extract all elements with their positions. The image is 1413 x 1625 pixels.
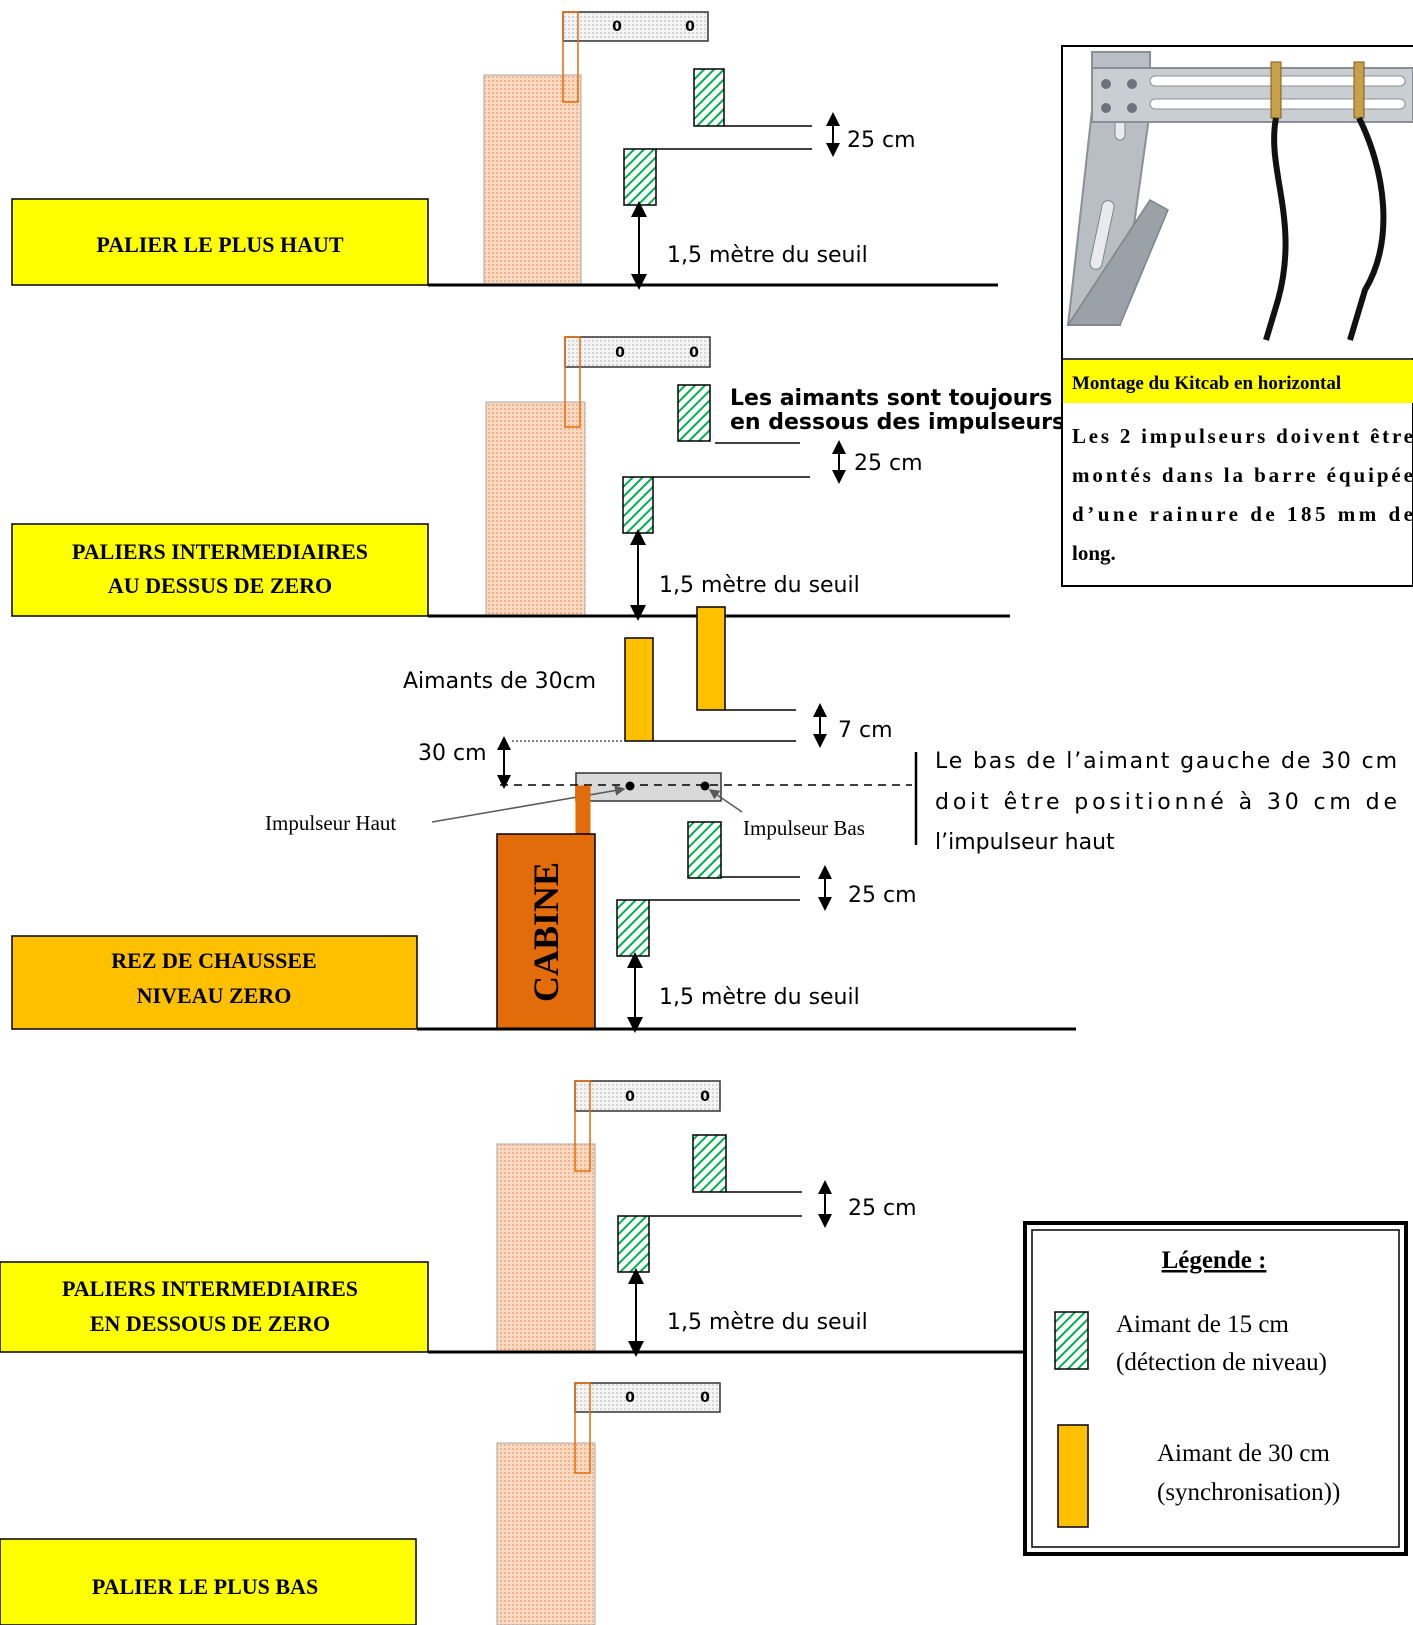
level-magnet bbox=[687, 821, 722, 879]
sensor-mark: 0 bbox=[625, 1390, 635, 1406]
level-magnet bbox=[623, 148, 657, 206]
sensor-mark: 0 bbox=[689, 345, 699, 361]
floor-label-ground-1: REZ DE CHAUSSEE bbox=[111, 948, 316, 973]
sensor-bar-stem bbox=[574, 1080, 591, 1172]
sensor-mark: 0 bbox=[612, 19, 622, 35]
pointer-pulser-low bbox=[708, 789, 743, 813]
sensor-bar bbox=[574, 1080, 721, 1112]
section-below-zero: 0 0 25 cm 1,5 mètre du seuil PALIERS INT… bbox=[0, 1080, 1030, 1357]
level-magnet bbox=[616, 899, 650, 957]
kitcab-photo bbox=[1063, 47, 1413, 358]
dim-25cm: 25 cm bbox=[848, 1196, 917, 1221]
floor-label-ground-2: NIVEAU ZERO bbox=[137, 983, 292, 1008]
note-left-magnet-3: l’impulseur haut bbox=[935, 830, 1115, 855]
sync-magnets-label: Aimants de 30cm bbox=[403, 669, 596, 694]
floor-label-bottom: PALIER LE PLUS BAS bbox=[92, 1574, 318, 1599]
label-pulser-high: Impulseur Haut bbox=[265, 811, 396, 835]
dim-25cm: 25 cm bbox=[847, 128, 916, 153]
note-always-below-2: en dessous des impulseurs bbox=[730, 410, 1065, 435]
dim-30cm: 30 cm bbox=[418, 741, 487, 766]
note-always-below-1: Les aimants sont toujours bbox=[730, 386, 1052, 411]
level-magnet bbox=[677, 384, 711, 442]
legend: Légende : Aimant de 15 cm (détection de … bbox=[1023, 1221, 1408, 1556]
photo-text-3: d’une rainure de 185 mm de bbox=[1072, 502, 1413, 526]
section-above-zero: PALIERS INTERMEDIAIRES AU DESSUS DE ZERO… bbox=[11, 336, 1065, 621]
photo-caption: Montage du Kitcab en horizontal bbox=[1072, 373, 1341, 394]
legend-green-2: (détection de niveau) bbox=[1116, 1349, 1327, 1376]
cabin-label: CABINE bbox=[526, 862, 566, 1002]
sensor-mark: 0 bbox=[685, 19, 695, 35]
dim-7cm: 7 cm bbox=[838, 718, 893, 743]
sensor-bar bbox=[574, 1382, 721, 1413]
floor-label-below-2: EN DESSOUS DE ZERO bbox=[90, 1311, 330, 1336]
level-magnet bbox=[692, 1134, 727, 1193]
legend-swatch-sync-magnet bbox=[1057, 1424, 1089, 1528]
sensor-mark: 0 bbox=[625, 1089, 635, 1105]
pulser-high-dot bbox=[625, 781, 635, 791]
legend-orange-2: (synchronisation)) bbox=[1157, 1479, 1340, 1506]
cabin-ghost bbox=[485, 401, 586, 617]
level-magnet bbox=[693, 68, 725, 127]
dim-threshold: 1,5 mètre du seuil bbox=[667, 1310, 868, 1335]
sync-magnet-left bbox=[624, 637, 654, 742]
floor-label-box bbox=[0, 1538, 417, 1625]
sensor-bar bbox=[562, 11, 709, 42]
floor-label-box bbox=[0, 1261, 429, 1353]
section-bottom-floor: 0 0 PALIER LE PLUS BAS bbox=[0, 1382, 721, 1625]
photo-text-2: montés dans la barre équipée bbox=[1072, 463, 1413, 487]
dim-threshold: 1,5 mètre du seuil bbox=[667, 243, 868, 268]
dim-25cm: 25 cm bbox=[848, 883, 917, 908]
note-left-magnet-2: doit être positionné à 30 cm de bbox=[935, 790, 1397, 815]
section-top-floor: PALIER LE PLUS HAUT 0 0 25 cm 1,5 mètre … bbox=[11, 11, 998, 290]
photo-caption-box bbox=[1063, 360, 1413, 403]
photo-text-4: long. bbox=[1072, 541, 1116, 565]
floor-label-top: PALIER LE PLUS HAUT bbox=[96, 232, 343, 257]
dim-threshold: 1,5 mètre du seuil bbox=[659, 985, 860, 1010]
level-magnet bbox=[617, 1215, 650, 1273]
floor-label-above-2: AU DESSUS DE ZERO bbox=[108, 573, 332, 598]
floor-label-box bbox=[11, 198, 429, 286]
level-magnet bbox=[622, 476, 654, 534]
legend-frame-inner bbox=[1031, 1229, 1400, 1548]
floor-label-box bbox=[11, 935, 418, 1030]
cabin-ghost bbox=[483, 74, 582, 286]
dim-25cm: 25 cm bbox=[854, 451, 923, 476]
section-ground-floor: Aimants de 30cm 7 cm 30 cm Impulseur Hau… bbox=[11, 606, 1397, 1033]
sensor-bar-stem bbox=[562, 11, 579, 103]
sync-magnet-right bbox=[696, 606, 726, 711]
pulser-low-dot bbox=[700, 781, 710, 791]
cabin-ghost bbox=[496, 1143, 596, 1353]
dim-threshold: 1,5 mètre du seuil bbox=[659, 573, 860, 598]
sensor-mark: 0 bbox=[700, 1390, 710, 1406]
floor-label-above-1: PALIERS INTERMEDIAIRES bbox=[72, 539, 368, 564]
cabin-stem bbox=[575, 785, 591, 837]
legend-title: Légende : bbox=[1162, 1247, 1267, 1274]
cabin-ghost bbox=[496, 1442, 596, 1625]
legend-swatch-level-magnet bbox=[1054, 1311, 1089, 1370]
pointer-pulser-high bbox=[431, 785, 626, 823]
legend-green-1: Aimant de 15 cm bbox=[1116, 1311, 1289, 1338]
label-pulser-low: Impulseur Bas bbox=[743, 816, 865, 840]
kitcab-info-box: Montage du Kitcab en horizontal Les 2 im… bbox=[1061, 45, 1413, 587]
note-left-magnet-1: Le bas de l’aimant gauche de 30 cm bbox=[935, 749, 1397, 774]
sensor-mark: 0 bbox=[615, 345, 625, 361]
floor-label-below-1: PALIERS INTERMEDIAIRES bbox=[62, 1276, 358, 1301]
sensor-bar-stem bbox=[564, 336, 581, 428]
sensor-mark: 0 bbox=[700, 1089, 710, 1105]
cabin-sensor-bar bbox=[575, 772, 722, 802]
floor-label-box bbox=[11, 523, 429, 617]
sensor-bar-stem bbox=[574, 1382, 591, 1474]
legend-orange-1: Aimant de 30 cm bbox=[1157, 1440, 1330, 1467]
